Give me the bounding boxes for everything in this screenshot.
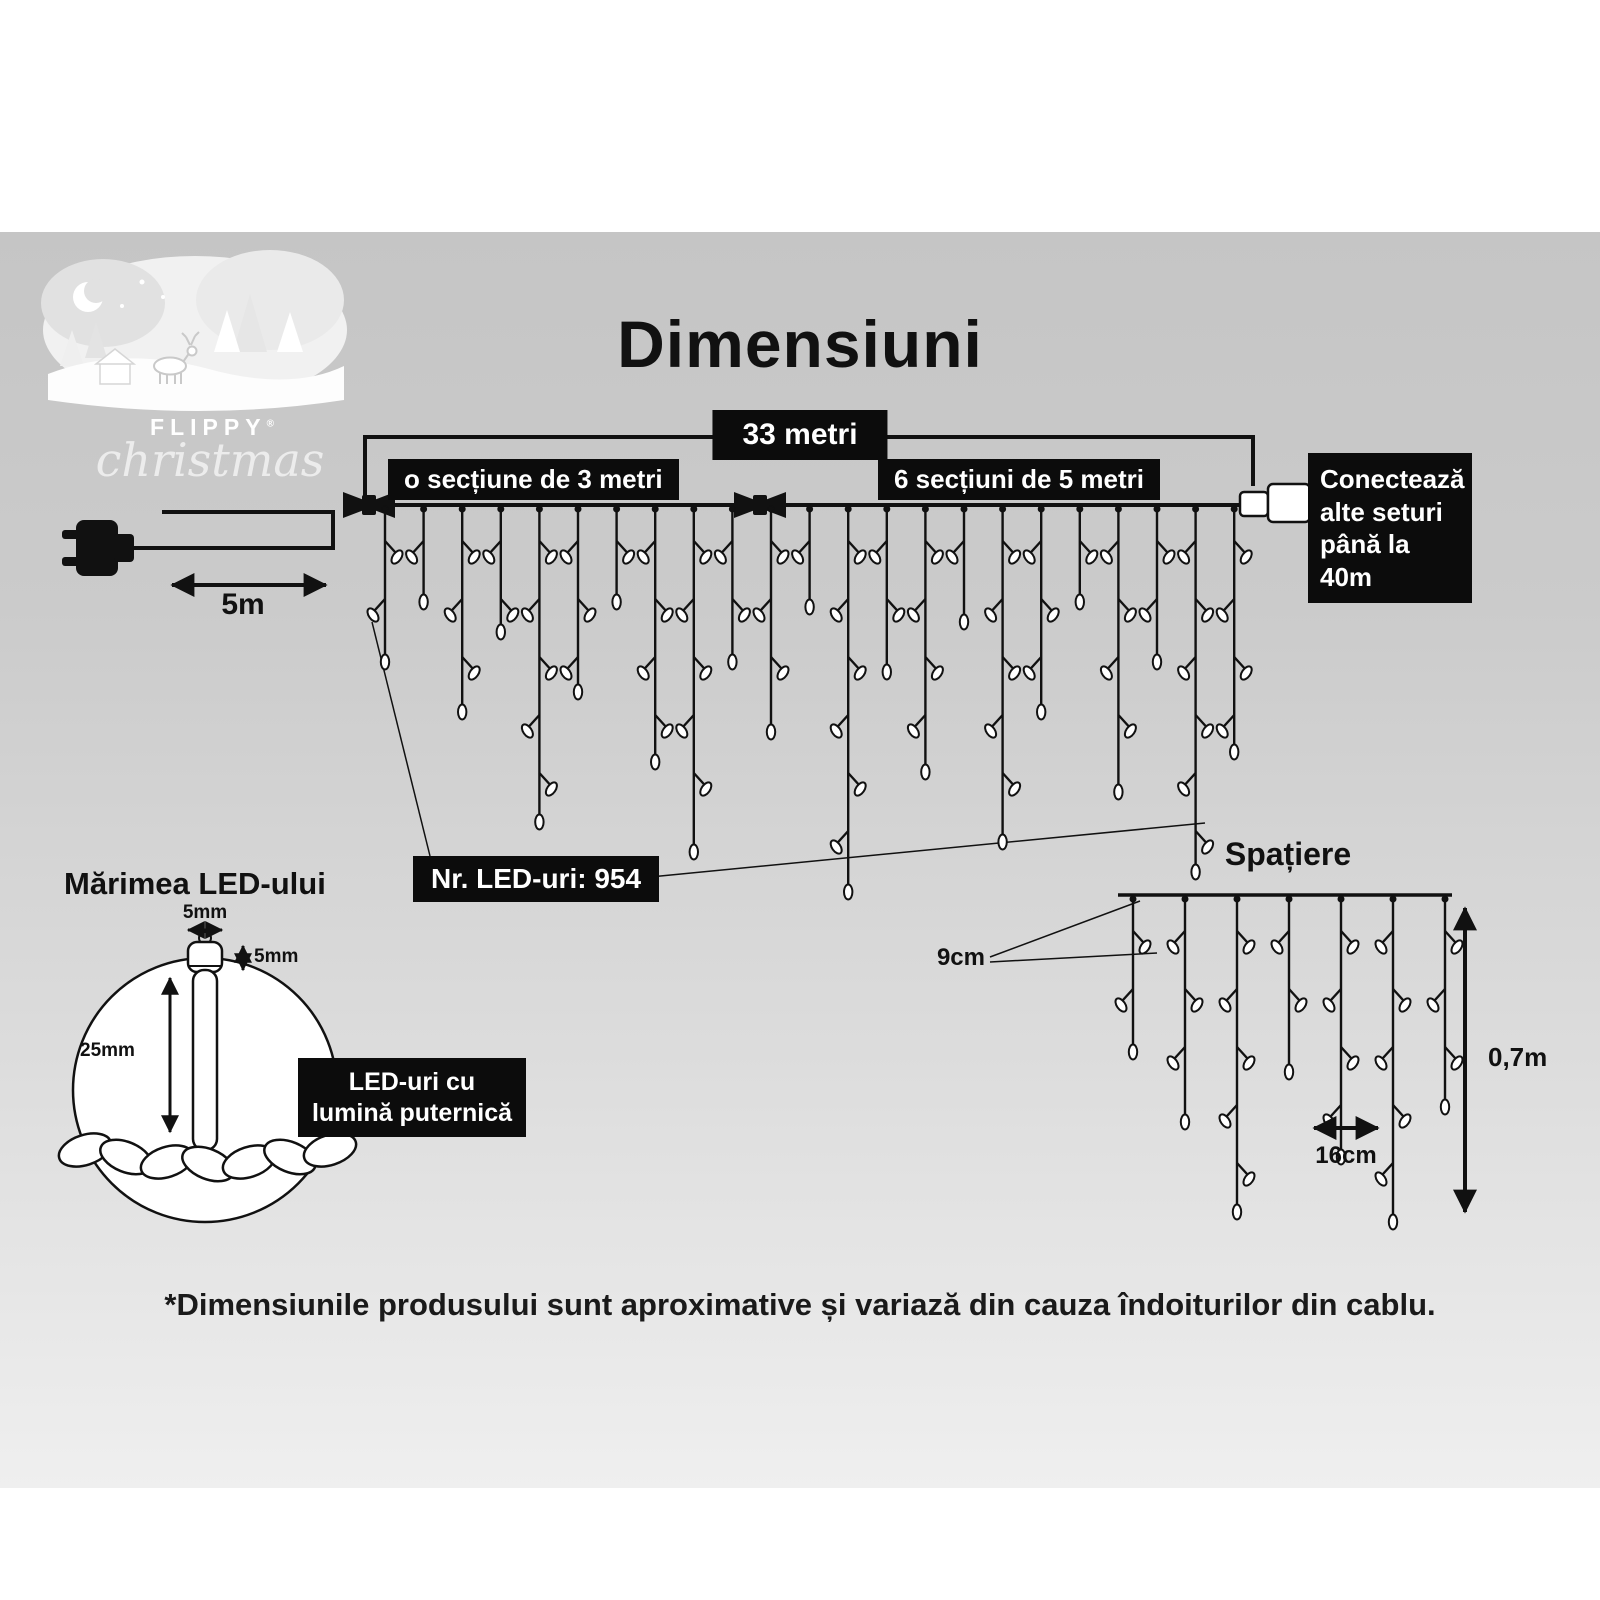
spacing-diagram bbox=[989, 893, 1477, 1231]
page-title: Dimensiuni bbox=[617, 307, 983, 381]
pointer-line bbox=[989, 900, 1141, 958]
led-cap-height-value: 5mm bbox=[254, 946, 299, 967]
led-size-title: Mărimea LED-ului bbox=[64, 866, 326, 901]
end-connector-icon bbox=[1238, 482, 1312, 524]
icicle-curtain bbox=[366, 505, 1253, 901]
lead-wire bbox=[130, 510, 335, 550]
trees-icon bbox=[60, 294, 303, 366]
led-feature-label: LED-uri cu lumină puternică bbox=[298, 1058, 526, 1137]
house-icon bbox=[93, 348, 137, 385]
inline-connector-icon bbox=[734, 492, 786, 518]
brand-script: christmas bbox=[95, 433, 325, 487]
led-tube bbox=[191, 968, 219, 1152]
total-length-label: 33 metri bbox=[712, 410, 888, 460]
led-size-detail bbox=[57, 921, 358, 1224]
drop-length-value: 0,7m bbox=[1488, 1042, 1548, 1072]
led-length-value: 25mm bbox=[80, 1040, 135, 1061]
logo-winter-scene-icon bbox=[41, 250, 347, 411]
deer-icon bbox=[153, 331, 200, 384]
light-string-diagram bbox=[62, 435, 1312, 901]
pointer-line bbox=[989, 952, 1158, 963]
drop-spacing-value: 9cm bbox=[936, 944, 985, 971]
lead-length-value: 5m bbox=[221, 588, 265, 621]
star-icon bbox=[161, 295, 165, 299]
bulb-spacing-value: 16cm bbox=[1315, 1142, 1377, 1169]
led-count-label: Nr. LED-uri: 954 bbox=[413, 856, 660, 902]
pointer-line bbox=[371, 621, 431, 857]
section-left-label: o secțiune de 3 metri bbox=[388, 459, 679, 500]
star-icon bbox=[120, 304, 124, 308]
brand-name: FLIPPY® bbox=[150, 414, 274, 440]
section-right-label: 6 secțiuni de 5 metri bbox=[878, 459, 1160, 500]
led-width-value: 5mm bbox=[182, 902, 228, 923]
spacing-title: Spațiere bbox=[1224, 836, 1352, 872]
pointer-line bbox=[639, 822, 1206, 879]
spacing-curtain bbox=[1114, 895, 1464, 1231]
twisted-wire-icon bbox=[57, 1132, 358, 1183]
led-cap bbox=[186, 940, 224, 974]
connect-note-label: Conectează alte seturi până la 40m bbox=[1308, 453, 1472, 603]
footnote: *Dimensiunile produsului sunt aproximati… bbox=[164, 1287, 1436, 1322]
star-icon bbox=[139, 279, 145, 285]
power-plug-icon bbox=[62, 520, 134, 576]
